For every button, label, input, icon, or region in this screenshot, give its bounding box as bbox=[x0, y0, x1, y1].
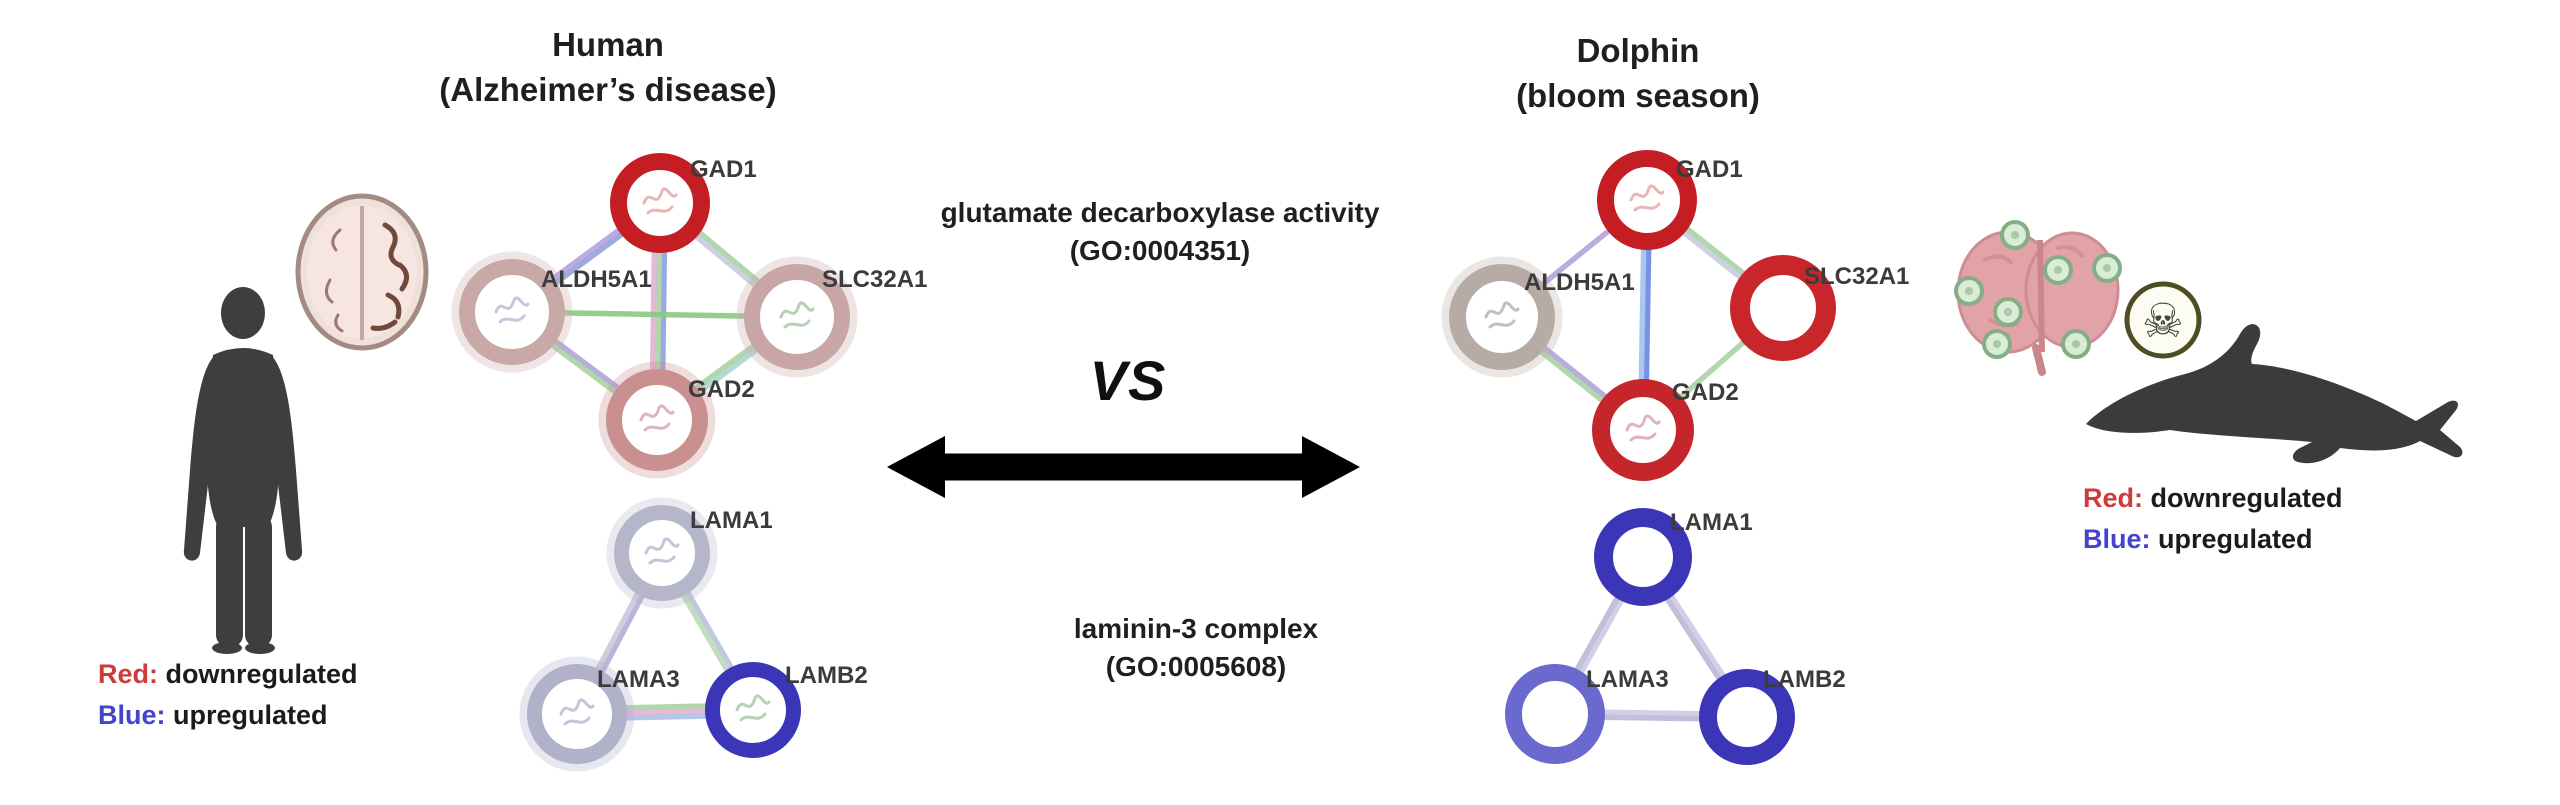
legend-blue-label: Blue: bbox=[98, 700, 166, 730]
node-label-lama3: LAMA3 bbox=[597, 666, 680, 693]
double-headed-arrow bbox=[887, 436, 1360, 498]
protein-structure-glyph bbox=[559, 698, 595, 726]
dolphin-title-line2: (bloom season) bbox=[1516, 77, 1760, 114]
node-label-aldh5a1: ALDH5A1 bbox=[1524, 269, 1635, 296]
skull-crossbones-badge bbox=[2124, 281, 2202, 359]
dolphin-title-line1: Dolphin bbox=[1576, 32, 1700, 69]
legend-blue-value: upregulated bbox=[173, 700, 328, 730]
legend-red-value: downregulated bbox=[2150, 483, 2343, 513]
protein-structure-glyph bbox=[494, 296, 530, 324]
protein-node-lama1 bbox=[1594, 508, 1692, 606]
protein-node-halo bbox=[736, 256, 858, 378]
protein-structure-glyph bbox=[779, 301, 815, 329]
node-label-gad1: GAD1 bbox=[1676, 156, 1743, 183]
dolphin-silhouette-icon bbox=[2086, 324, 2463, 464]
brain-cross-section-icon bbox=[295, 193, 429, 351]
node-label-slc32a1: SLC32A1 bbox=[1804, 263, 1909, 290]
go-term-laminin-line1: laminin-3 complex bbox=[1073, 613, 1319, 644]
protein-structure-glyph bbox=[642, 187, 678, 215]
protein-node-halo bbox=[606, 497, 718, 609]
protein-node-halo bbox=[598, 361, 716, 479]
legend-red-value: downregulated bbox=[165, 659, 358, 689]
go-term-glutamate-line2: (GO:0004351) bbox=[1069, 235, 1251, 266]
legend-dolphin-red-line: Red: downregulated bbox=[2083, 478, 2343, 519]
protein-node-lama1 bbox=[614, 505, 710, 601]
node-label-lamb2: LAMB2 bbox=[1763, 666, 1846, 693]
go-term-glutamate: glutamate decarboxylase activity (GO:000… bbox=[910, 194, 1410, 270]
human-title-line1: Human bbox=[552, 26, 664, 63]
protein-node-lamb2 bbox=[1699, 669, 1795, 765]
legend-red-label: Red: bbox=[2083, 483, 2143, 513]
protein-node-gad2 bbox=[1592, 379, 1694, 481]
protein-structure-glyph bbox=[1629, 184, 1665, 212]
protein-node-lamb2 bbox=[705, 662, 801, 758]
protein-structure-glyph bbox=[1484, 301, 1520, 329]
protein-node-halo bbox=[451, 251, 573, 373]
dolphin-panel-title: Dolphin (bloom season) bbox=[1438, 28, 1838, 118]
versus-label: VS bbox=[1089, 349, 1167, 412]
protein-node-lama3 bbox=[527, 664, 627, 764]
legend-red-label: Red: bbox=[98, 659, 158, 689]
node-label-gad2: GAD2 bbox=[1672, 379, 1739, 406]
protein-node-aldh5a1 bbox=[459, 259, 565, 365]
node-label-lama1: LAMA1 bbox=[1670, 509, 1753, 536]
protein-node-aldh5a1 bbox=[1449, 264, 1555, 370]
node-label-slc32a1: SLC32A1 bbox=[822, 266, 927, 293]
node-label-lama3: LAMA3 bbox=[1586, 666, 1669, 693]
human-title-line2: (Alzheimer’s disease) bbox=[439, 71, 777, 108]
legend-human-red-line: Red: downregulated bbox=[98, 654, 358, 695]
node-label-lamb2: LAMB2 bbox=[785, 662, 868, 689]
node-label-aldh5a1: ALDH5A1 bbox=[541, 266, 652, 293]
protein-node-slc32a1 bbox=[1730, 255, 1836, 361]
go-term-glutamate-line1: glutamate decarboxylase activity bbox=[940, 197, 1380, 228]
node-label-gad2: GAD2 bbox=[688, 376, 755, 403]
human-silhouette-icon bbox=[183, 287, 303, 654]
legend-dolphin-blue-line: Blue: upregulated bbox=[2083, 519, 2343, 560]
skull-crossbones-icon: ☠ bbox=[2141, 294, 2185, 347]
protein-node-slc32a1 bbox=[744, 264, 850, 370]
protein-node-gad1 bbox=[610, 153, 710, 253]
legend-human: Red: downregulated Blue: upregulated bbox=[98, 654, 358, 736]
legend-human-blue-line: Blue: upregulated bbox=[98, 695, 358, 736]
legend-blue-value: upregulated bbox=[2158, 524, 2313, 554]
brain-with-algae-icon bbox=[1954, 220, 2122, 376]
go-term-laminin: laminin-3 complex (GO:0005608) bbox=[946, 610, 1446, 686]
protein-node-lama3 bbox=[1505, 664, 1605, 764]
legend-blue-label: Blue: bbox=[2083, 524, 2151, 554]
legend-dolphin: Red: downregulated Blue: upregulated bbox=[2083, 478, 2343, 560]
protein-structure-glyph bbox=[1625, 414, 1661, 442]
protein-node-halo bbox=[519, 656, 635, 772]
protein-structure-glyph bbox=[644, 537, 680, 565]
protein-node-halo bbox=[1441, 256, 1563, 378]
node-label-lama1: LAMA1 bbox=[690, 507, 773, 534]
protein-structure-glyph bbox=[735, 694, 771, 722]
node-label-gad1: GAD1 bbox=[690, 156, 757, 183]
go-term-laminin-line2: (GO:0005608) bbox=[1105, 651, 1287, 682]
human-panel-title: Human (Alzheimer’s disease) bbox=[408, 22, 808, 112]
protein-node-gad2 bbox=[606, 369, 708, 471]
protein-node-gad1 bbox=[1597, 150, 1697, 250]
protein-structure-glyph bbox=[639, 404, 675, 432]
